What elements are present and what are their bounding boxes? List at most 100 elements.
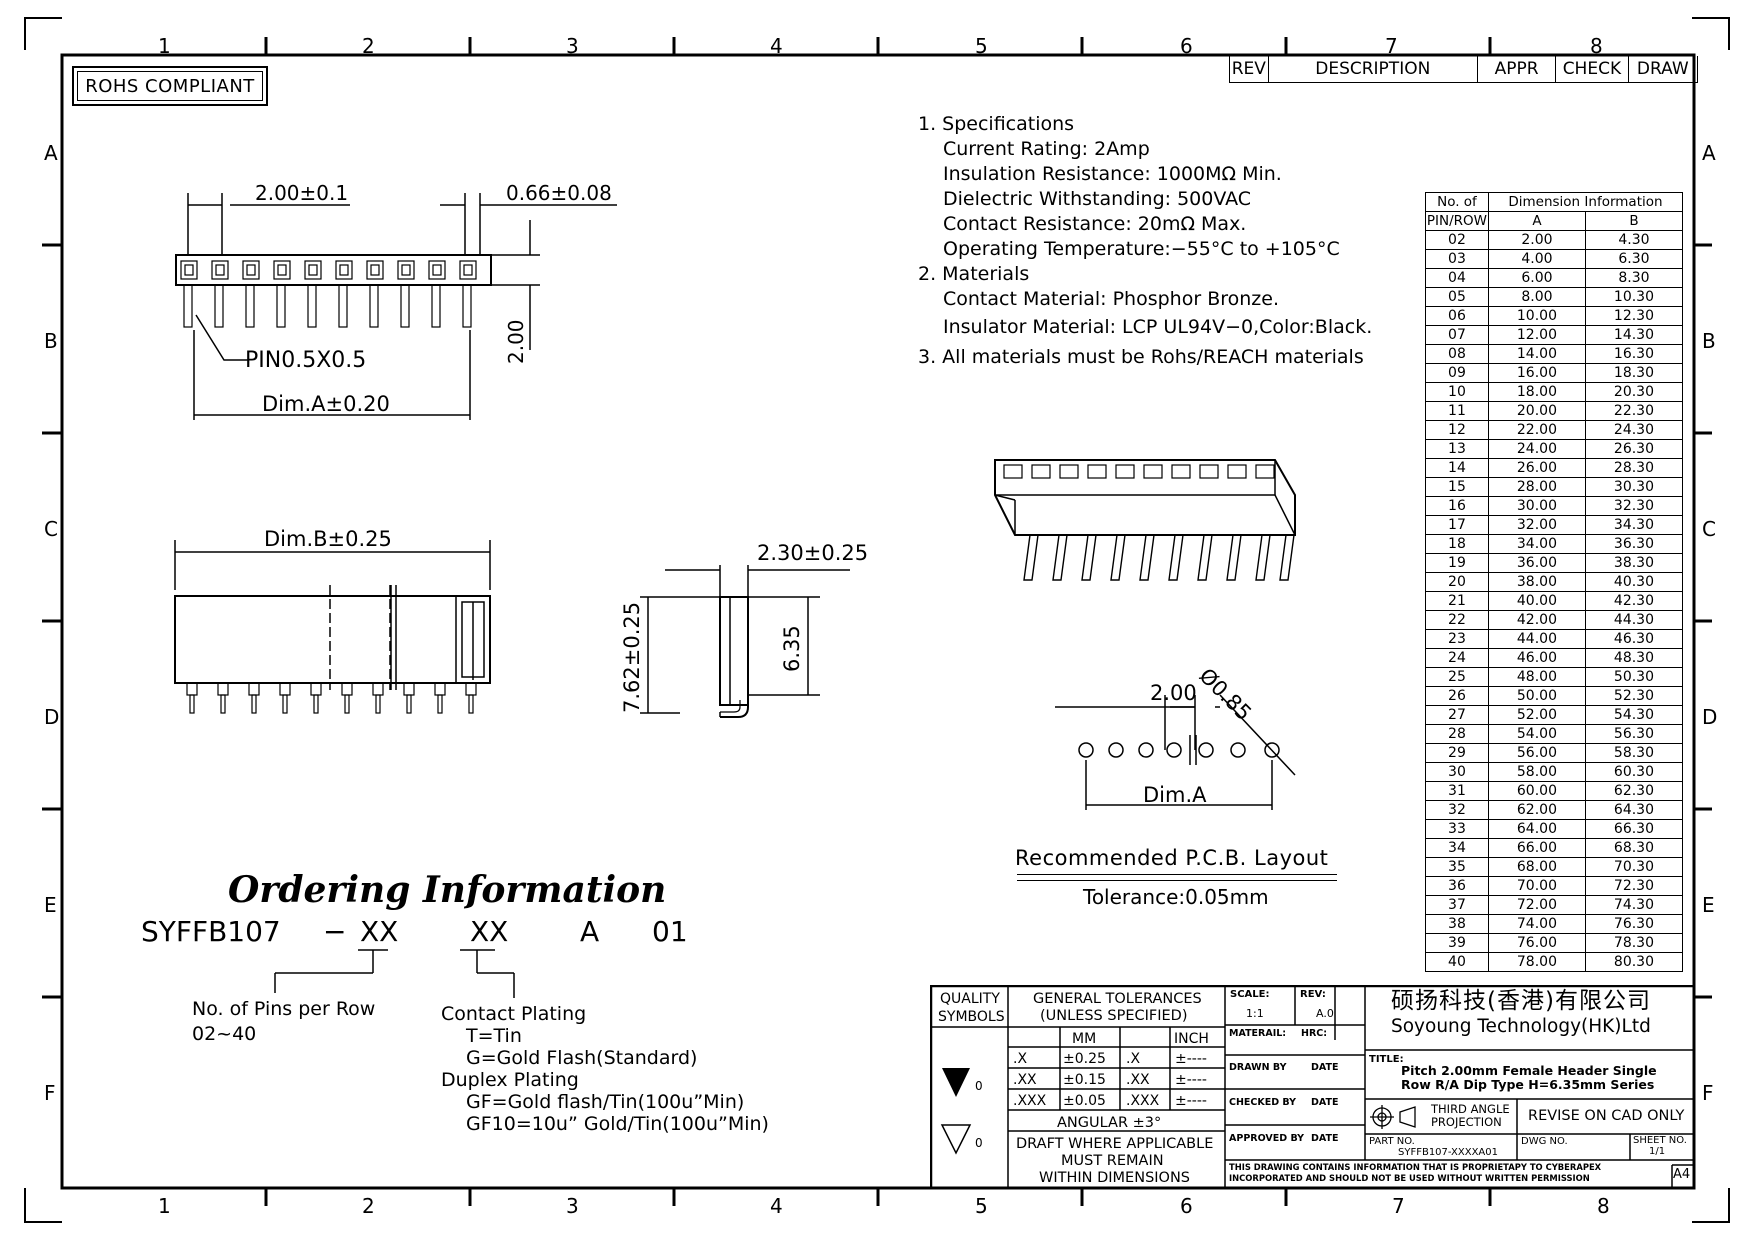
dim-a-cell: 52.00 bbox=[1487, 705, 1586, 725]
pin-count-cell: 35 bbox=[1425, 857, 1489, 877]
drawn-date-label: DATE bbox=[1311, 1062, 1339, 1073]
pin-count-cell: 33 bbox=[1425, 819, 1489, 839]
side-view-drawing bbox=[640, 565, 850, 718]
contact-plating-label: Contact Plating bbox=[441, 1003, 587, 1025]
draft-note-1: DRAFT WHERE APPLICABLE bbox=[1016, 1136, 1214, 1152]
col-label-7: 7 bbox=[1385, 34, 1398, 58]
quality-triangle-filled bbox=[942, 1068, 970, 1097]
dim-a-cell: 36.00 bbox=[1487, 553, 1586, 573]
col-label-4: 4 bbox=[770, 34, 783, 58]
dim-b-cell: 48.30 bbox=[1584, 648, 1684, 668]
dim-a-cell: 16.00 bbox=[1487, 363, 1586, 383]
dim-a-cell: 18.00 bbox=[1487, 382, 1586, 402]
spec-contact-resistance: Contact Resistance: 20mΩ Max. bbox=[943, 213, 1247, 235]
row-label-A: A bbox=[44, 141, 58, 165]
body-height-dimension: 6.35 bbox=[780, 625, 804, 672]
dim-a-cell: 2.00 bbox=[1487, 230, 1586, 250]
ordering-title: Ordering Information bbox=[228, 869, 667, 911]
pin-count-cell: 23 bbox=[1425, 629, 1489, 649]
dim-a-cell: 24.00 bbox=[1487, 439, 1586, 459]
dim-a-cell: 22.00 bbox=[1487, 420, 1586, 440]
tol-inch-value: ±---- bbox=[1175, 1093, 1207, 1109]
hrc-label: HRC: bbox=[1301, 1028, 1328, 1039]
pin-count-cell: 15 bbox=[1425, 477, 1489, 497]
pin-count-cell: 24 bbox=[1425, 648, 1489, 668]
material-label: MATERAIL: bbox=[1229, 1028, 1287, 1039]
tol-inch-value: ±---- bbox=[1175, 1051, 1207, 1067]
total-height-dimension: 7.62±0.25 bbox=[620, 601, 644, 713]
unless-specified-label: (UNLESS SPECIFIED) bbox=[1040, 1008, 1188, 1024]
pin-count-cell: 21 bbox=[1425, 591, 1489, 611]
order-dash: − bbox=[323, 915, 347, 948]
dim-b-cell: 42.30 bbox=[1584, 591, 1684, 611]
dim-b-cell: 18.30 bbox=[1584, 363, 1684, 383]
dim-b-cell: 54.30 bbox=[1584, 705, 1684, 725]
order-pin-code: XX bbox=[360, 915, 399, 948]
plating-options: Contact Plating T=Tin G=Gold Flash(Stand… bbox=[441, 1003, 769, 1135]
checked-date-label: DATE bbox=[1311, 1097, 1339, 1108]
dim-b-cell: 50.30 bbox=[1584, 667, 1684, 687]
dim-b-cell: 52.30 bbox=[1584, 686, 1684, 706]
dim-b-cell: 66.30 bbox=[1584, 819, 1684, 839]
spec-temperature: Operating Temperature:−55°C to +105°C bbox=[943, 238, 1340, 260]
quality-label: QUALITY bbox=[940, 991, 1000, 1007]
rev-header: REV bbox=[1230, 56, 1269, 82]
order-plating-code: XX bbox=[470, 915, 509, 948]
row-label-F: F bbox=[44, 1081, 56, 1105]
dim-a-cell: 68.00 bbox=[1487, 857, 1586, 877]
quality-symbol-1-value: 0 bbox=[975, 1079, 983, 1093]
dim-b-cell: 12.30 bbox=[1584, 306, 1684, 326]
order-part-base: SYFFB107 bbox=[141, 915, 281, 948]
dim-a-cell: 32.00 bbox=[1487, 515, 1586, 535]
dim-b-cell: 4.30 bbox=[1584, 230, 1684, 250]
dim-a-cell: 30.00 bbox=[1487, 496, 1586, 516]
pin-count-cell: 32 bbox=[1425, 800, 1489, 820]
approved-date-label: DATE bbox=[1311, 1133, 1339, 1144]
col-label-8: 8 bbox=[1590, 34, 1603, 58]
pin-count-cell: 19 bbox=[1425, 553, 1489, 573]
dim-b-cell: 58.30 bbox=[1584, 743, 1684, 763]
dim-a-cell: 72.00 bbox=[1487, 895, 1586, 915]
pin-count-cell: 22 bbox=[1425, 610, 1489, 630]
dim-b-cell: 34.30 bbox=[1584, 515, 1684, 535]
pins-range: 02~40 bbox=[192, 1023, 257, 1045]
pin-count-cell: 26 bbox=[1425, 686, 1489, 706]
dim-b-cell: 62.30 bbox=[1584, 781, 1684, 801]
dim-a-cell: 76.00 bbox=[1487, 933, 1586, 953]
dim-a-cell: 62.00 bbox=[1487, 800, 1586, 820]
spec-current: Current Rating: 2Amp bbox=[943, 138, 1150, 160]
dim-b-cell: 20.30 bbox=[1584, 382, 1684, 402]
spec-contact-material: Contact Material: Phosphor Bronze. bbox=[943, 288, 1279, 310]
pins-per-row-label: No. of Pins per Row bbox=[192, 998, 376, 1020]
dim-a-cell: 48.00 bbox=[1487, 667, 1586, 687]
col-label-6: 6 bbox=[1180, 34, 1193, 58]
pin-row-header: PIN/ROW bbox=[1425, 211, 1489, 231]
col-label-5: 5 bbox=[975, 34, 988, 58]
dim-b-cell: 74.30 bbox=[1584, 895, 1684, 915]
pin-count-cell: 08 bbox=[1425, 344, 1489, 364]
title-block-grid bbox=[930, 985, 1695, 1190]
dim-a-cell: 46.00 bbox=[1487, 648, 1586, 668]
dim-a-cell: 60.00 bbox=[1487, 781, 1586, 801]
dim-a-header: A bbox=[1487, 211, 1586, 231]
tol-inch-value: ±---- bbox=[1175, 1072, 1207, 1088]
dim-a-cell: 56.00 bbox=[1487, 743, 1586, 763]
pin-count-cell: 40 bbox=[1425, 952, 1489, 972]
pin-count-cell: 10 bbox=[1425, 382, 1489, 402]
isometric-view-drawing bbox=[994, 459, 1296, 581]
dim-b-cell: 6.30 bbox=[1584, 249, 1684, 269]
spec-insulation: Insulation Resistance: 1000MΩ Min. bbox=[943, 163, 1282, 185]
pin-count-cell: 07 bbox=[1425, 325, 1489, 345]
dim-b-cell: 78.30 bbox=[1584, 933, 1684, 953]
